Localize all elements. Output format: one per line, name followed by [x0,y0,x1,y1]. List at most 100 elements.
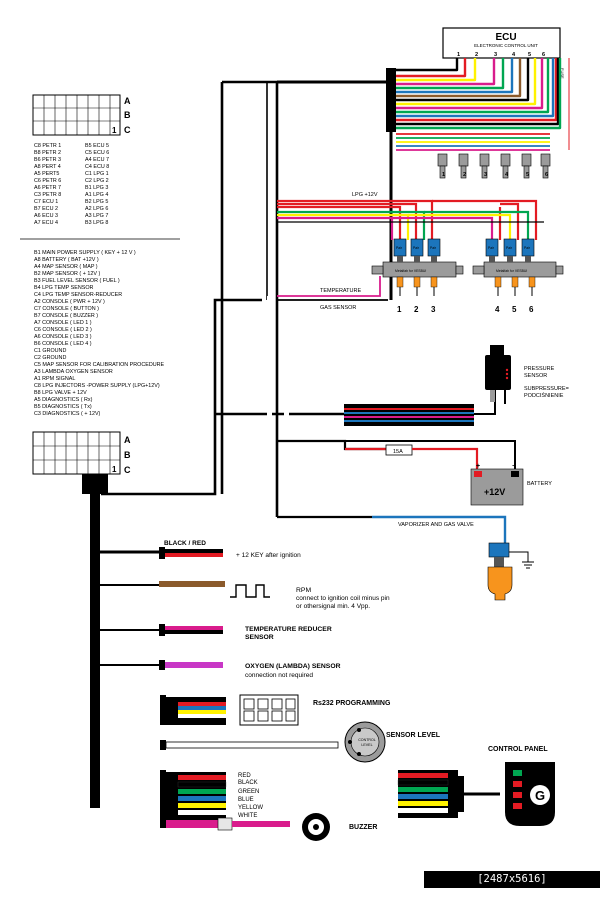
svg-text:C6 CONSOLE ( LED 2 ): C6 CONSOLE ( LED 2 ) [34,327,92,333]
wire-color-blue: BLUE [238,797,254,803]
svg-text:4: 4 [495,305,500,314]
wire-color-white: WHITE [238,813,257,819]
svg-text:PRESSURE: PRESSURE [524,366,555,372]
svg-text:Pair: Pair [524,246,531,250]
temperature-gas-sensor-wires [277,276,388,301]
svg-text:3: 3 [484,172,487,178]
svg-text:B1 MAIN POWER SUPPLY ( KEY + 1: B1 MAIN POWER SUPPLY ( KEY + 12 V ) [34,250,136,256]
svg-text:B5 ECU 5: B5 ECU 5 [85,143,109,149]
svg-text:+ 12 KEY after ignition: + 12 KEY after ignition [236,552,301,559]
svg-text:Pair: Pair [430,246,437,250]
svg-text:connection not required: connection not required [245,672,313,679]
ecu-subtitle: ELECTRONIC CONTROL UNIT [474,43,538,48]
wire-color-green: GREEN [238,789,259,795]
svg-text:1: 1 [112,126,117,135]
svg-text:A5 PERT5: A5 PERT5 [34,171,59,177]
petrol-injector-numbers: 1 2 3 4 5 6 [442,172,548,178]
control-panel-button: G [535,788,545,803]
svg-text:C7 ECU 1: C7 ECU 1 [34,199,58,205]
ecu-pin: 4 [512,52,516,58]
svg-text:A3 LAMBDA OXYGEN SENSOR: A3 LAMBDA OXYGEN SENSOR [34,369,113,375]
svg-text:Metalfab for VESBUI: Metalfab for VESBUI [395,269,426,273]
svg-text:A2 LPG 6: A2 LPG 6 [85,206,108,212]
ecu-pin: 6 [542,52,545,58]
svg-text:C: C [124,125,131,135]
svg-text:OXYGEN (LAMBDA) SENSOR: OXYGEN (LAMBDA) SENSOR [245,663,341,670]
svg-text:C7 CONSOLE ( BUTTON ): C7 CONSOLE ( BUTTON ) [34,306,99,312]
svg-text:B8 PETR 2: B8 PETR 2 [34,150,61,156]
harness-rs232: Rs232 PROGRAMMING [160,694,391,726]
svg-text:B6 PETR 3: B6 PETR 3 [34,157,61,163]
svg-text:5: 5 [512,305,517,314]
connector-boot [82,474,108,494]
svg-text:B4 LPG TEMP SENSOR: B4 LPG TEMP SENSOR [34,285,94,291]
svg-text:BLACK / RED: BLACK / RED [164,540,206,547]
svg-text:A7 ECU 4: A7 ECU 4 [34,220,58,226]
svg-text:C6 PETR 6: C6 PETR 6 [34,178,61,184]
connector-bottom: A B C 1 [32,431,131,475]
svg-text:B3 LPG 8: B3 LPG 8 [85,220,108,226]
svg-text:PODCIŚNIENIE: PODCIŚNIENIE [524,391,564,399]
svg-text:VAPORIZER AND GAS VALVE: VAPORIZER AND GAS VALVE [398,522,474,528]
gas-injector-rail-left: Metalfab for VESBUI Pair Pair Pair 1 2 3 [371,238,464,314]
ecu-wire-bundle [396,58,570,150]
vaporizer-gas-valve: VAPORIZER AND GAS VALVE [372,515,534,601]
connector-top-pin-list: C8 PETR 1 B8 PETR 2 B6 PETR 3 A8 PERT 4 … [34,143,109,226]
svg-text:or othersignal min. 4 Vpp.: or othersignal min. 4 Vpp. [296,603,370,610]
svg-text:A7 CONSOLE ( LED 1 ): A7 CONSOLE ( LED 1 ) [34,320,92,326]
harness-sensor-level: CONTROL LEVEL SENSOR LEVEL [160,721,441,763]
ecu-pin: 5 [528,52,531,58]
svg-text:B2 MAP SENSOR ( + 12V ): B2 MAP SENSOR ( + 12V ) [34,271,100,277]
svg-text:C3 DIAGNOSTICS ( + 12V): C3 DIAGNOSTICS ( + 12V) [34,411,101,417]
pin-function-list: B1 MAIN POWER SUPPLY ( KEY + 12 V ) A8 B… [34,250,165,417]
svg-text:C5 ECU 6: C5 ECU 6 [85,150,109,156]
svg-text:3: 3 [431,305,436,314]
svg-text:1: 1 [112,465,117,474]
gauge-label-2: LEVEL [361,743,372,747]
svg-text:B3 FUEL LEVEL SENSOR ( FUEL ): B3 FUEL LEVEL SENSOR ( FUEL ) [34,278,120,284]
svg-text:6: 6 [529,305,534,314]
svg-text:C1 GROUND: C1 GROUND [34,348,66,354]
fuse-15a: 15A [393,449,403,455]
control-panel: CONTROL PANEL G [397,746,555,826]
svg-text:CONTROL PANEL: CONTROL PANEL [488,746,548,753]
svg-text:C8 PETR 1: C8 PETR 1 [34,143,61,149]
svg-text:Pair: Pair [413,246,420,250]
svg-text:A5 DIAGNOSTICS ( Rx): A5 DIAGNOSTICS ( Rx) [34,397,93,403]
fuse-label: FUSE [560,68,565,79]
wire-color-yellow: YELLOW [238,805,263,811]
harness-oxygen-sensor: OXYGEN (LAMBDA) SENSOR connection not re… [100,660,341,679]
connector-top: A B C 1 [32,94,131,136]
svg-text:C1 LPG 1: C1 LPG 1 [85,171,109,177]
svg-text:C4 LPG TEMP SENSOR-REDUCER: C4 LPG TEMP SENSOR-REDUCER [34,292,122,298]
svg-text:A1 LPG 4: A1 LPG 4 [85,192,108,198]
battery-voltage: +12V [484,487,505,497]
svg-text:1: 1 [397,305,402,314]
svg-text:−: − [512,463,516,470]
svg-text:B5 DIAGNOSTICS ( Tx): B5 DIAGNOSTICS ( Tx) [34,404,92,410]
svg-text:A8 PERT 4: A8 PERT 4 [34,164,61,170]
wire-color-red: RED [238,773,251,779]
svg-text:connect to ignition coil minus: connect to ignition coil minus pin [296,595,390,602]
svg-text:B7 ECU 2: B7 ECU 2 [34,206,58,212]
svg-text:Metalfab for VESBUI: Metalfab for VESBUI [496,269,527,273]
temperature-label: TEMPERATURE [320,288,361,294]
petrol-injectors [437,153,551,179]
svg-text:C: C [124,465,131,475]
svg-text:B1 LPG 3: B1 LPG 3 [85,185,108,191]
svg-text:B8 LPG VALVE + 12V: B8 LPG VALVE + 12V [34,390,87,396]
harness-control-panel: RED BLACK GREEN BLUE YELLOW WHITE [160,770,263,828]
ecu-pin: 1 [457,52,460,58]
harness-rpm: RPM connect to ignition coil minus pin o… [100,581,390,610]
lpg-label: LPG +12V [352,192,378,198]
svg-text:A: A [124,435,131,445]
svg-text:2: 2 [463,172,466,178]
harness-buzzer: BUZZER [166,813,377,841]
petrol-injector-wires [396,133,550,151]
svg-text:5: 5 [526,172,529,178]
svg-text:A6 ECU 3: A6 ECU 3 [34,213,58,219]
svg-text:B2 LPG 5: B2 LPG 5 [85,199,108,205]
svg-text:SENSOR LEVEL: SENSOR LEVEL [386,732,441,739]
svg-text:RPM: RPM [296,587,311,594]
harness-temperature-reducer: TEMPERATURE REDUCER SENSOR [100,624,332,641]
